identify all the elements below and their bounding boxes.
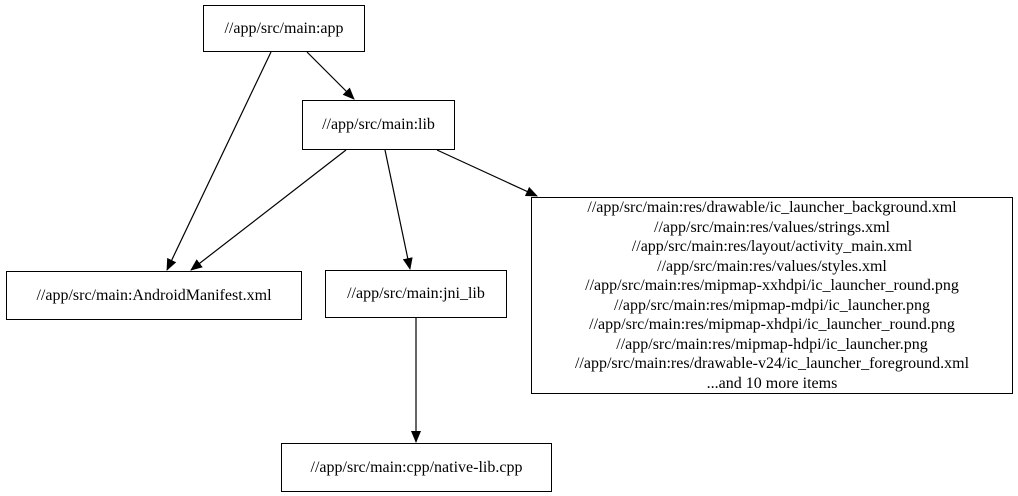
node-app-label: //app/src/main:app	[224, 19, 344, 37]
edge-lib-to-manifest	[190, 149, 347, 271]
res-group-line: //app/src/main:res/mipmap-hdpi/ic_launch…	[616, 335, 928, 353]
edge-app-to-lib	[306, 51, 355, 100]
res-group-line: //app/src/main:res/layout/activity_main.…	[631, 238, 913, 255]
res-group-line: //app/src/main:res/mipmap-xxhdpi/ic_laun…	[585, 277, 959, 294]
node-native-lib-cpp: //app/src/main:cpp/native-lib.cpp	[281, 443, 552, 492]
res-group-line: //app/src/main:res/values/strings.xml	[654, 218, 890, 236]
node-android-manifest: //app/src/main:AndroidManifest.xml	[6, 271, 302, 320]
edge-lib-to-res-group	[436, 149, 538, 197]
edge-lib-to-jni-lib	[384, 149, 413, 270]
res-group-line: //app/src/main:res/drawable/ic_launcher_…	[587, 199, 957, 216]
node-native-lib-cpp-label: //app/src/main:cpp/native-lib.cpp	[310, 458, 523, 476]
edge-app-to-manifest	[166, 51, 272, 271]
node-jni-lib: //app/src/main:jni_lib	[325, 270, 507, 318]
res-group-line: //app/src/main:res/mipmap-xhdpi/ic_launc…	[589, 316, 955, 333]
res-group-line: //app/src/main:res/drawable-v24/ic_launc…	[574, 355, 970, 372]
node-jni-lib-label: //app/src/main:jni_lib	[347, 285, 485, 302]
res-group-more-items: ...and 10 more items	[706, 374, 838, 392]
res-group-line: //app/src/main:res/values/styles.xml	[657, 257, 887, 275]
node-lib: //app/src/main:lib	[302, 100, 455, 150]
node-lib-label: //app/src/main:lib	[322, 116, 435, 133]
res-group-line: //app/src/main:res/mipmap-mdpi/ic_launch…	[614, 296, 930, 314]
node-app: //app/src/main:app	[203, 5, 365, 52]
node-res-group: //app/src/main:res/drawable/ic_launcher_…	[531, 197, 1013, 394]
node-android-manifest-label: //app/src/main:AndroidManifest.xml	[36, 286, 272, 304]
